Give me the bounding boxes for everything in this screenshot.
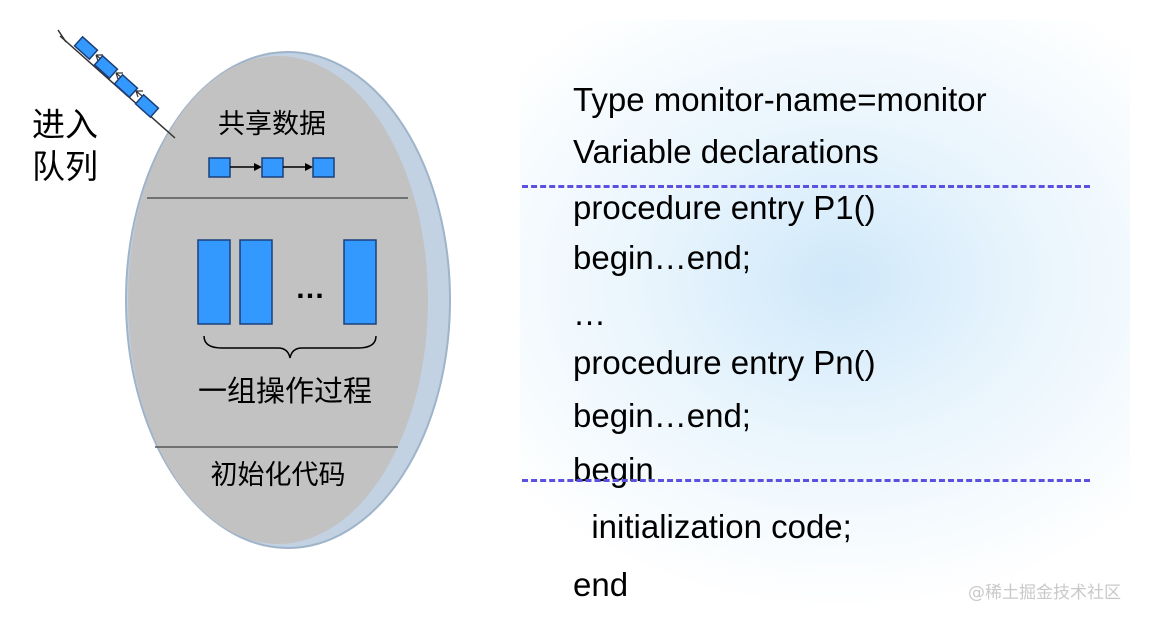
procedure-block xyxy=(197,239,231,325)
code-line-begin-end-1: begin…end; xyxy=(573,239,751,276)
section-divider-dashed-top xyxy=(522,185,1090,188)
code-line-ellipsis: … xyxy=(573,295,606,332)
entry-queue-label-line2: 队列 xyxy=(32,147,98,186)
code-line-variables: Variable declarations xyxy=(573,133,879,170)
code-line-begin-end-2: begin…end; xyxy=(573,397,751,434)
shared-data-label: 共享数据 xyxy=(218,109,326,140)
procedures-brace xyxy=(203,335,377,359)
watermark: @稀土掘金技术社区 xyxy=(968,583,1121,603)
queue-item xyxy=(93,54,119,80)
list-node xyxy=(312,157,335,178)
operations-label: 一组操作过程 xyxy=(198,374,372,408)
queue-item xyxy=(113,73,139,99)
procedure-block xyxy=(343,239,377,325)
monitor-diagram: 进入 队列 共享数据 … 一组操作过程 初始化代码 xyxy=(32,29,451,549)
entry-queue-label-line1: 进入 xyxy=(32,105,98,144)
list-node xyxy=(208,157,231,178)
code-line-begin: begin xyxy=(573,451,654,488)
queue-item xyxy=(134,93,160,119)
code-line-type: Type monitor-name=monitor xyxy=(573,81,987,118)
shared-data-linked-list xyxy=(208,157,335,178)
code-line-end: end xyxy=(573,566,629,603)
code-line-procedure-p1: procedure entry P1() xyxy=(573,189,876,226)
monitor-inner-ellipse xyxy=(128,56,428,544)
code-line-initialization: initialization code; xyxy=(573,508,852,545)
list-arrow-icon xyxy=(254,163,262,171)
list-node xyxy=(261,157,284,178)
list-arrow-icon xyxy=(305,163,313,171)
init-code-label: 初始化代码 xyxy=(211,460,346,491)
procedure-ellipsis: … xyxy=(295,272,325,305)
section-divider-dashed-bottom xyxy=(522,479,1090,482)
code-line-procedure-pn: procedure entry Pn() xyxy=(573,344,876,381)
operation-procedures: … xyxy=(197,239,377,325)
code-background xyxy=(520,20,1130,610)
queue-item xyxy=(73,35,99,61)
entry-queue xyxy=(57,29,176,139)
procedure-block xyxy=(239,239,273,325)
